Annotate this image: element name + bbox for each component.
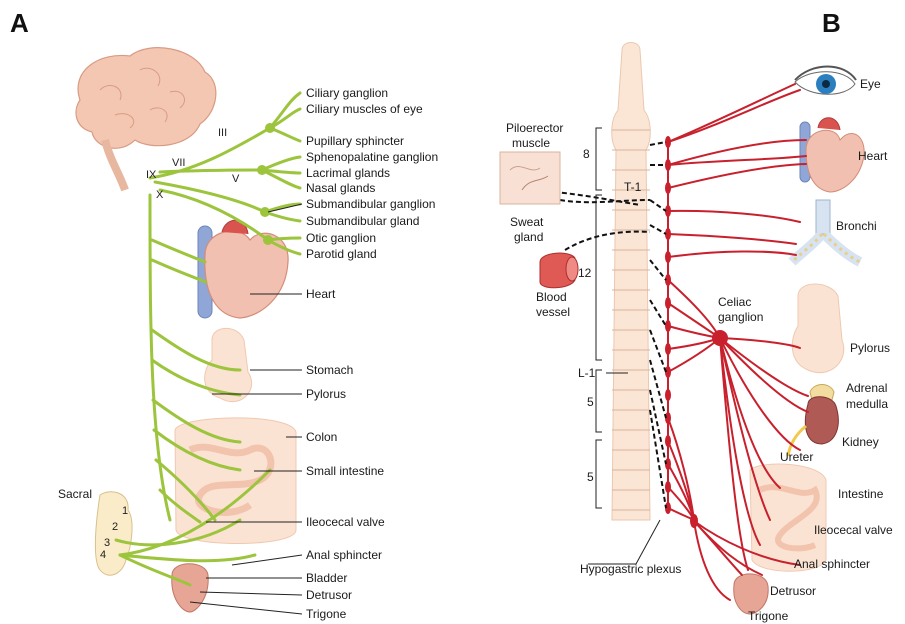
panel-a: III VII IX V X Sacral 1 2 3 4 Ciliary ga… <box>58 48 438 621</box>
label-lacrimal: Lacrimal glands <box>306 166 390 180</box>
label-ileocecal-b: Ileocecal valve <box>814 523 893 537</box>
label-piloerector-1: Piloerector <box>506 121 563 135</box>
level-5-sacral: 5 <box>587 470 594 484</box>
label-nasal: Nasal glands <box>306 181 375 195</box>
label-intestine: Intestine <box>838 487 884 501</box>
label-sphenopalatine: Sphenopalatine ganglion <box>306 150 438 164</box>
label-submandibular-gland: Submandibular gland <box>306 214 419 228</box>
label-ureter: Ureter <box>780 450 813 464</box>
level-l1: L-1 <box>578 366 596 380</box>
label-anal-sphincter-b: Anal sphincter <box>794 557 870 571</box>
bracket-cervical <box>596 128 602 190</box>
nerve-v-label: V <box>232 173 240 185</box>
label-piloerector-2: muscle <box>512 136 550 150</box>
bracket-thoracic <box>596 195 602 360</box>
label-pylorus-b: Pylorus <box>850 341 890 355</box>
label-parotid: Parotid gland <box>306 247 377 261</box>
label-ciliary-ganglion: Ciliary ganglion <box>306 86 388 100</box>
level-t1: T-1 <box>624 180 642 194</box>
label-hypogastric: Hypogastric plexus <box>580 562 681 576</box>
label-trigone-b: Trigone <box>748 609 789 623</box>
level-12: 12 <box>578 266 592 280</box>
colon-a <box>175 418 296 544</box>
label-stomach: Stomach <box>306 363 353 377</box>
label-eye: Eye <box>860 77 881 91</box>
label-detrusor-a: Detrusor <box>306 588 352 602</box>
label-kidney: Kidney <box>842 435 879 449</box>
label-sweat-2: gland <box>514 230 543 244</box>
level-5-lumbar: 5 <box>587 395 594 409</box>
heart-b-illustration <box>800 118 864 192</box>
label-adrenal-2: medulla <box>846 397 888 411</box>
sacral-2: 2 <box>112 521 118 533</box>
bracket-sacral <box>596 440 602 508</box>
sacral-title: Sacral <box>58 487 92 501</box>
skin-inset <box>500 152 560 204</box>
kidney-illustration <box>805 397 838 444</box>
label-ileocecal-a: Ileocecal valve <box>306 515 385 529</box>
label-detrusor-b: Detrusor <box>770 584 816 598</box>
panel-b-letter: B <box>822 8 841 38</box>
sacral-1: 1 <box>122 505 128 517</box>
panel-a-letter: A <box>10 8 29 38</box>
sacral-3: 3 <box>104 537 110 549</box>
nerve-x-label: X <box>156 189 164 201</box>
label-colon: Colon <box>306 430 337 444</box>
label-otic: Otic ganglion <box>306 231 376 245</box>
bladder-a <box>172 564 208 612</box>
bladder-b <box>734 574 768 614</box>
spinal-cord-illustration <box>612 43 651 521</box>
stomach-b <box>792 284 844 373</box>
label-trigone-a: Trigone <box>306 607 347 621</box>
label-heart-a: Heart <box>306 287 336 301</box>
nerve-ix-label: IX <box>146 169 157 181</box>
label-sweat-1: Sweat <box>510 215 544 229</box>
label-pupillary-sphincter: Pupillary sphincter <box>306 134 404 148</box>
eye-illustration <box>795 67 856 95</box>
label-pylorus-a: Pylorus <box>306 387 346 401</box>
bracket-lumbar <box>596 370 602 432</box>
label-anal-sphincter-a: Anal sphincter <box>306 548 382 562</box>
sacral-4: 4 <box>100 549 106 561</box>
label-small-intestine: Small intestine <box>306 464 384 478</box>
label-heart-b: Heart <box>858 149 888 163</box>
label-submandibular-ganglion: Submandibular ganglion <box>306 197 435 211</box>
panel-b: 8 T-1 12 L-1 5 5 Eye Heart Bronchi Piloe… <box>500 43 893 624</box>
heart-a-illustration <box>198 220 288 318</box>
label-bronchi: Bronchi <box>836 219 877 233</box>
label-blood-2: vessel <box>536 305 570 319</box>
label-bladder: Bladder <box>306 571 347 585</box>
nerve-iii-label: III <box>218 127 227 139</box>
nerve-vii-label: VII <box>172 157 185 169</box>
label-blood-1: Blood <box>536 290 567 304</box>
label-ciliary-muscles: Ciliary muscles of eye <box>306 102 423 116</box>
label-celiac-2: ganglion <box>718 310 763 324</box>
level-8: 8 <box>583 147 590 161</box>
label-celiac-1: Celiac <box>718 295 751 309</box>
label-adrenal-1: Adrenal <box>846 381 887 395</box>
blood-vessel-illustration <box>540 253 578 288</box>
